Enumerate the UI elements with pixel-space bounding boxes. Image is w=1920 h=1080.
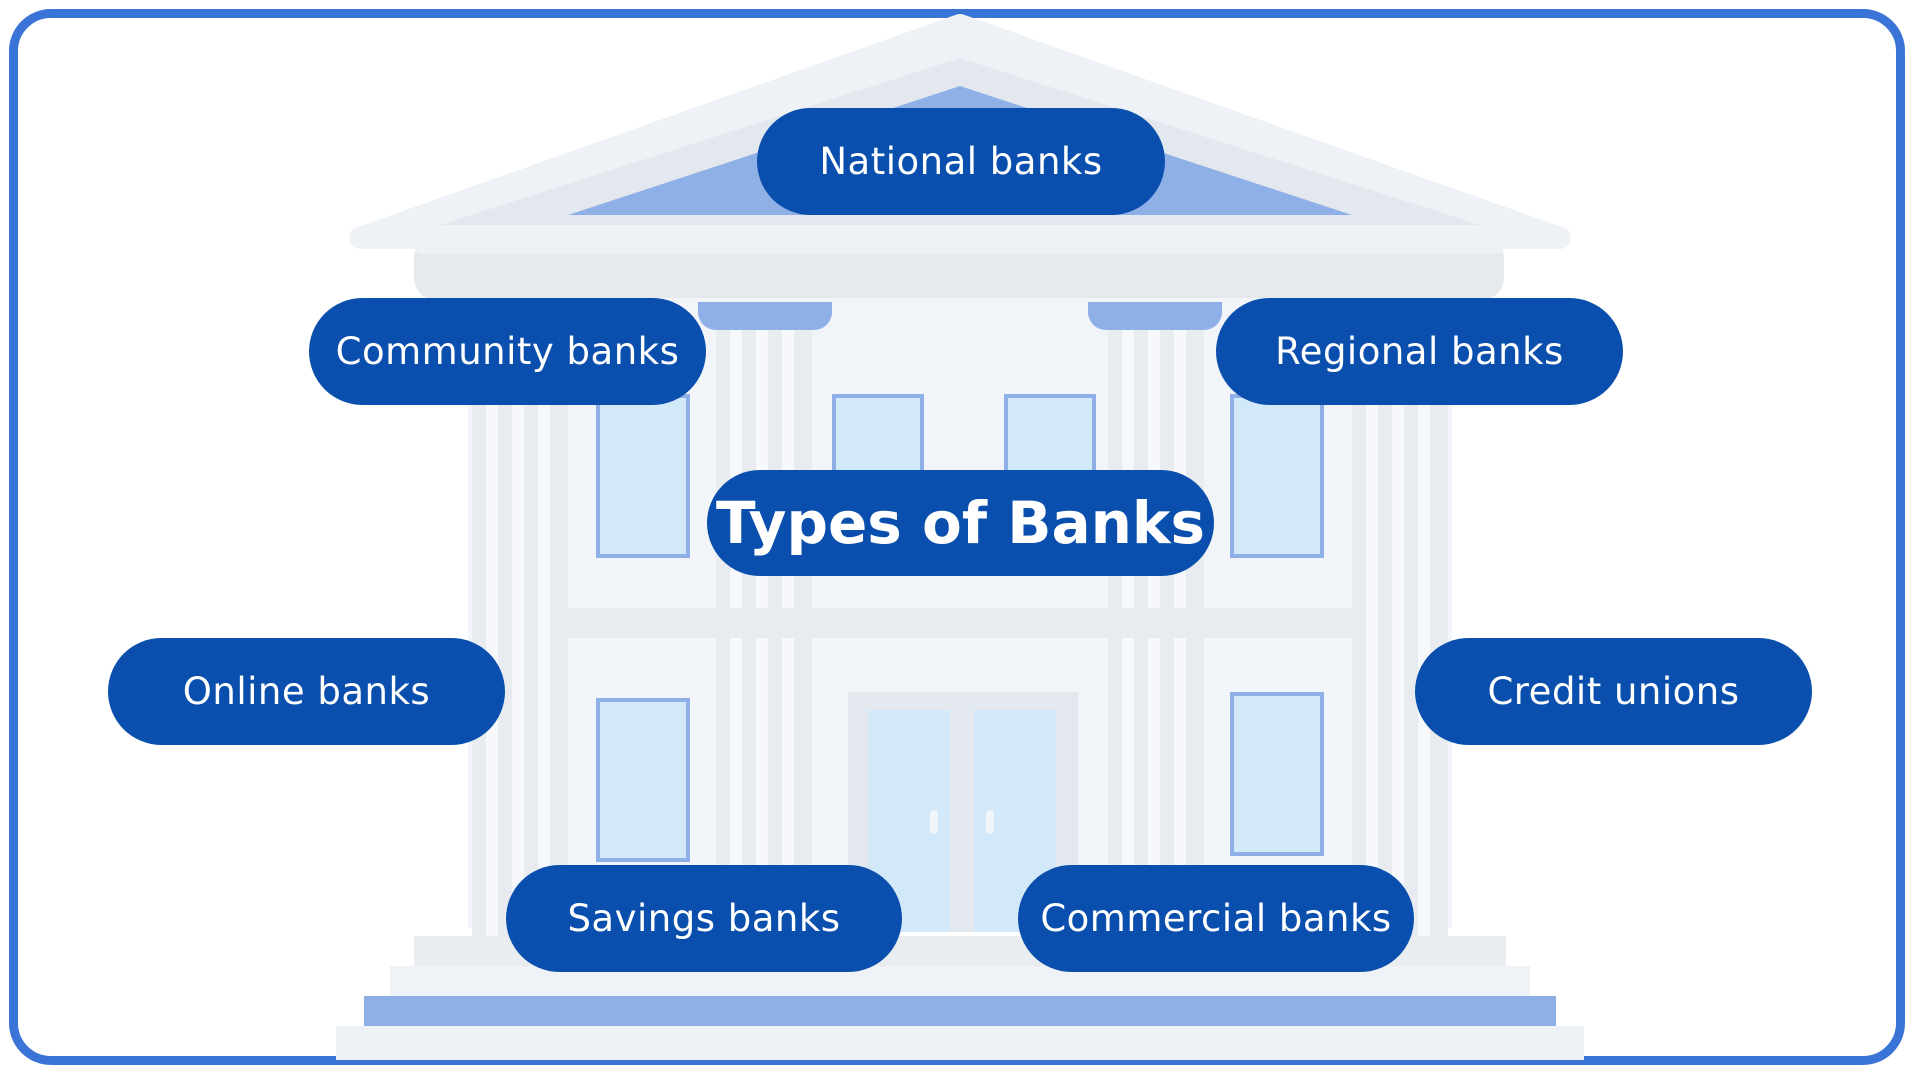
title: Types of Banks xyxy=(707,470,1214,576)
window-lower-2 xyxy=(1230,692,1324,856)
capital-left xyxy=(698,302,832,330)
pill-national-banks: National banks xyxy=(757,108,1165,215)
pill-community-banks: Community banks xyxy=(309,298,706,405)
step-4 xyxy=(336,1026,1584,1060)
pill-regional-banks: Regional banks xyxy=(1216,298,1623,405)
window-upper-4 xyxy=(1230,394,1324,558)
pill-credit-unions: Credit unions xyxy=(1415,638,1812,745)
window-upper-1 xyxy=(596,394,690,558)
pill-commercial-banks: Commercial banks xyxy=(1018,865,1414,972)
pill-online-banks: Online banks xyxy=(108,638,505,745)
pill-savings-banks: Savings banks xyxy=(506,865,902,972)
window-lower-1 xyxy=(596,698,690,862)
capital-right xyxy=(1088,302,1222,330)
step-3 xyxy=(364,996,1556,1026)
